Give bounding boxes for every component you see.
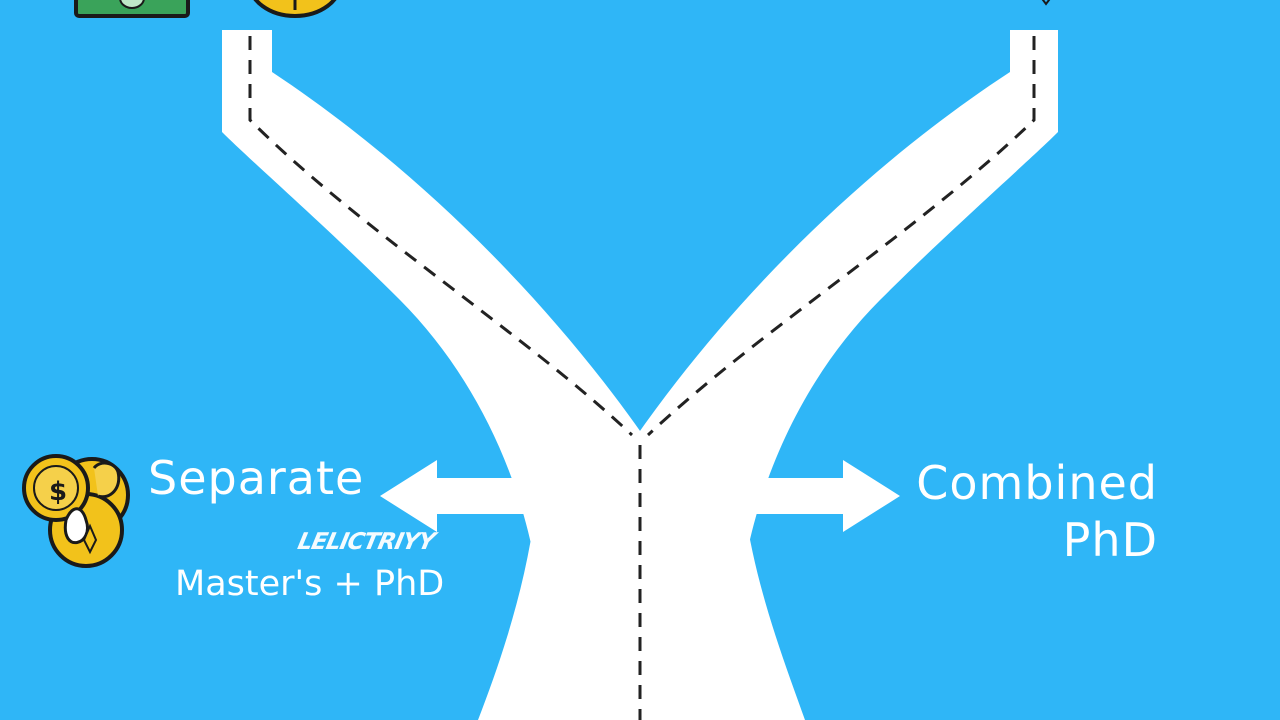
left-arrow — [380, 460, 560, 532]
banknote-icon — [74, 0, 190, 18]
combined-option-title-line2: PhD — [1062, 513, 1158, 567]
separate-option-scribble: LELICTRIYY — [295, 529, 437, 555]
star-icon — [1041, 0, 1051, 6]
left-lane-dashes — [248, 36, 634, 437]
combined-option-title: Combined PhD — [916, 455, 1158, 569]
coin-money-bag-icon: $ — [22, 454, 130, 568]
coin-icon — [253, 0, 337, 18]
separate-option-title: Separate — [148, 451, 365, 505]
right-arrow — [720, 460, 900, 532]
combined-option-title-line1: Combined — [916, 456, 1158, 510]
right-lane-dashes — [646, 36, 1036, 437]
separate-option-subtitle: Master's + PhD — [175, 564, 445, 604]
svg-text:$: $ — [49, 477, 67, 507]
